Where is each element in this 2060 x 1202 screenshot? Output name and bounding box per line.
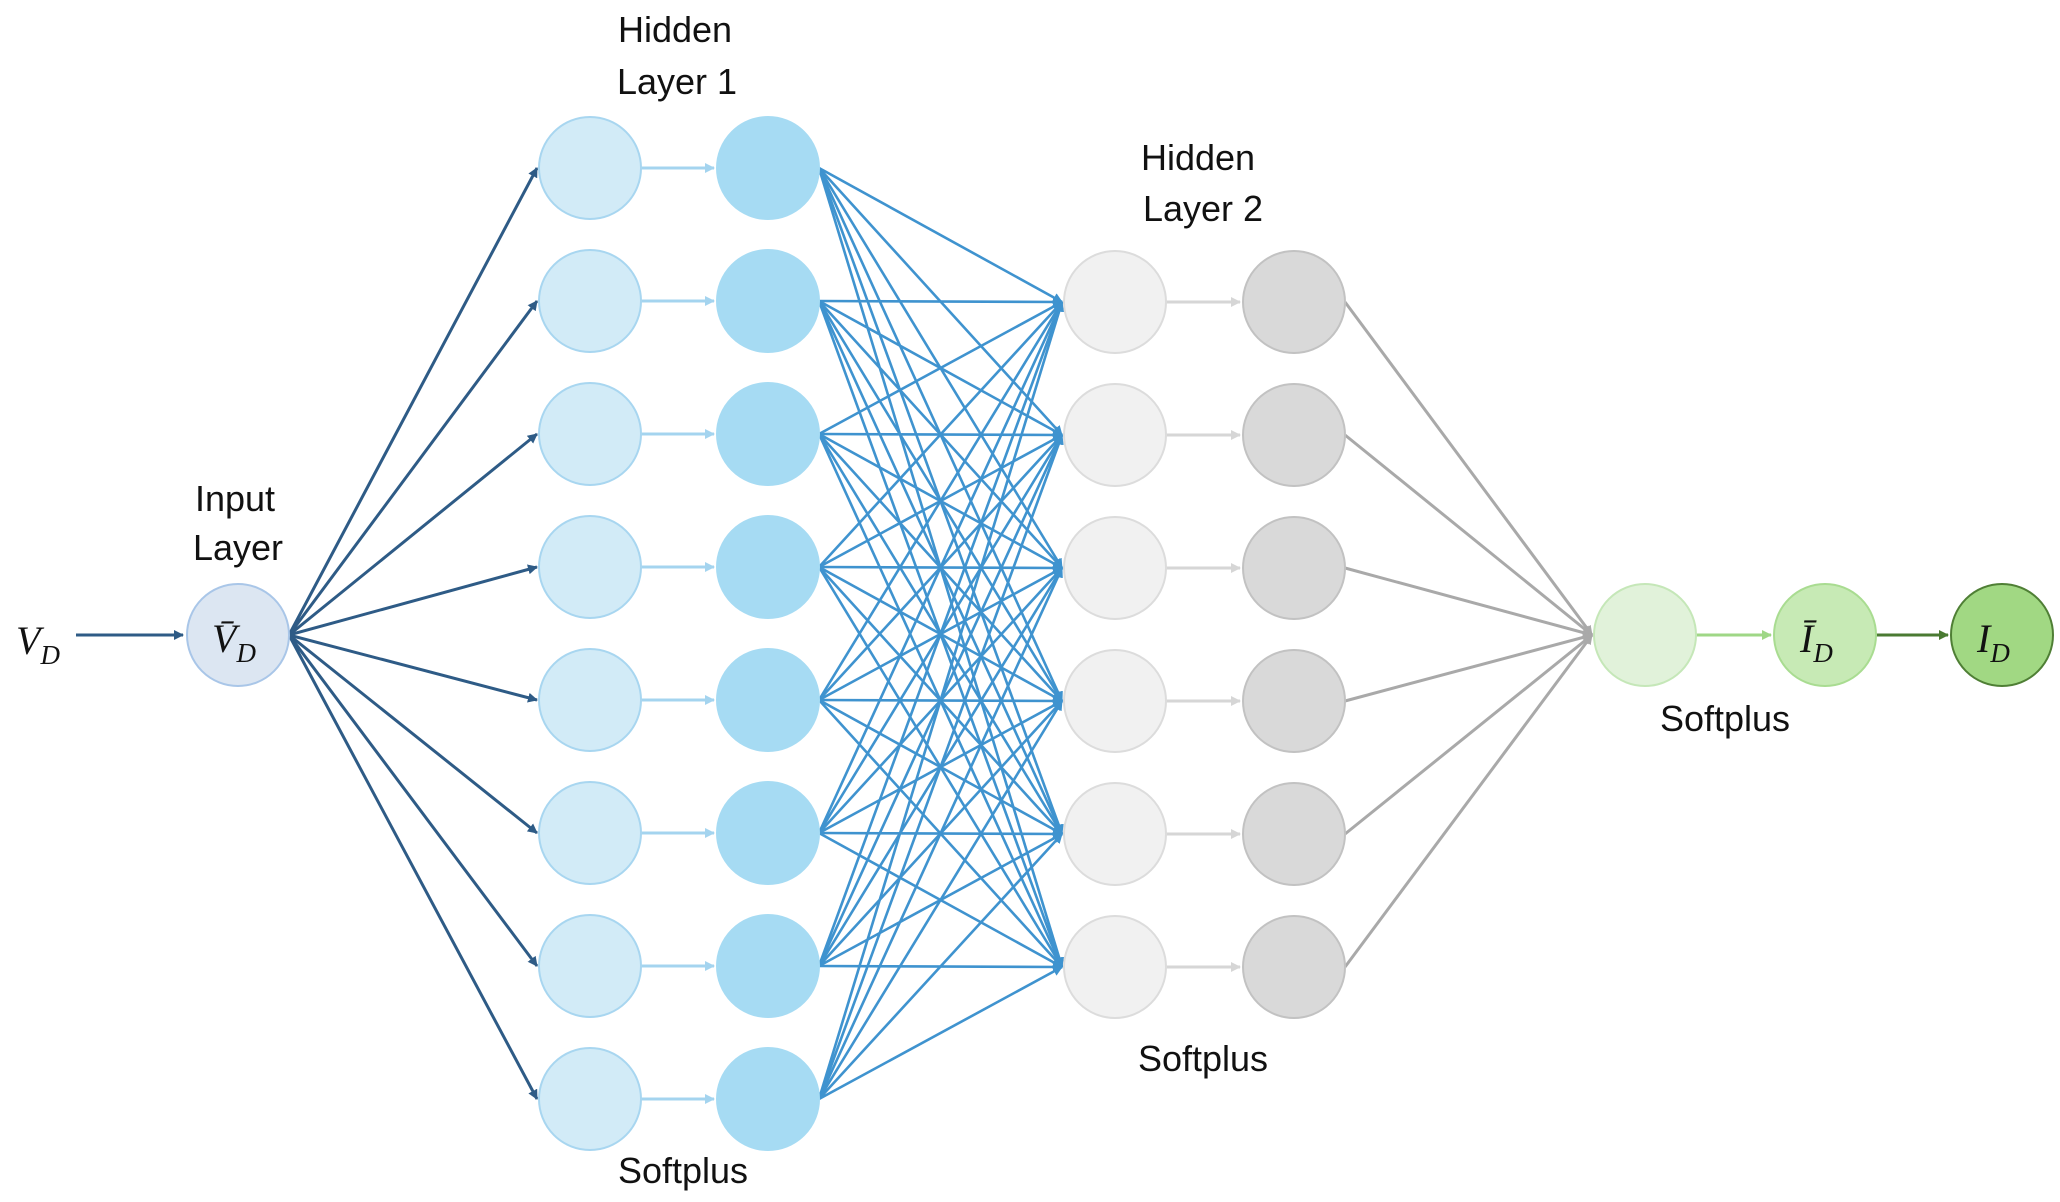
edge-h2-3-to-output [1344,566,1593,638]
hidden2-post-neuron-2 [1242,383,1346,487]
output-activation-label: Softplus [1660,698,1790,739]
input-node [186,583,290,687]
edge-input-to-h1-6 [288,633,538,835]
edge-h2-5-to-output [1344,633,1593,836]
hidden2-pre-neuron-4 [1063,649,1167,753]
edge-input-to-h1-5 [288,633,538,703]
edge-input-to-h1-1 [287,167,539,636]
edge-h1-3-to-h2-1 [818,300,1063,436]
hidden-layer-1-activation-label: Softplus [618,1150,748,1191]
hidden-layer-1-title-line2: Layer 1 [617,61,737,102]
output-norm-node-label: ĪD [1799,616,1833,668]
hidden-layer-1-title-line1: Hidden [618,9,732,50]
hidden-layer-2-title-line1: Hidden [1141,137,1255,178]
hidden1-pre-neuron-5 [538,648,642,752]
hidden1-pre-neuron-7 [538,914,642,1018]
edge-h1-2-to-h2-1 [818,296,1063,307]
edge-h1-8-to-h2-3 [817,567,1064,1100]
hidden2-post-neuron-4 [1242,649,1346,753]
edge-h2-4-to-output [1344,632,1593,703]
hidden1-post-neuron-5 [716,648,820,752]
hidden2-pre-neuron-2 [1063,383,1167,487]
edge-input-to-h1-7 [287,634,539,967]
hidden1-pre-neuron-2 [538,249,642,353]
neuron-nodes [186,116,2054,1151]
hidden2-post-neuron-5 [1242,782,1346,886]
hidden1-post-neuron-6 [716,781,820,885]
edge-h1-6-to-h2-1 [817,301,1064,834]
edge-input-to-h1-4 [288,564,538,637]
hidden1-pre-neuron-8 [538,1047,642,1151]
edge-input-to-h1-2 [287,300,539,636]
connection-edges [76,163,1949,1104]
hidden1-post-neuron-7 [716,914,820,1018]
edge-h1-8-to-h2-1 [817,301,1065,1100]
output-final-node-label: ID [1976,616,2010,668]
input-layer-title-line2: Layer [193,527,283,568]
hidden1-post-neuron-1 [716,116,820,220]
hidden1-post-neuron-8 [716,1047,820,1151]
input-node-label: V̄D [212,616,256,668]
hidden2-post-neuron-3 [1242,516,1346,620]
hidden1-pre-neuron-6 [538,781,642,885]
edge-input-to-h1-8 [287,634,539,1100]
hidden1-pre-neuron-4 [538,515,642,619]
input-layer-title-line1: Input [195,478,275,519]
edge-h2-6-to-output [1343,634,1594,968]
input-variable-label: VD [16,618,60,670]
edge-h1-8-to-h2-6 [818,965,1063,1101]
edge-h1-1-to-h2-1 [818,166,1063,304]
hidden-layer-2-title-line2: Layer 2 [1143,188,1263,229]
hidden2-pre-neuron-6 [1063,915,1167,1019]
hidden1-post-neuron-4 [716,515,820,619]
hidden2-pre-neuron-1 [1063,250,1167,354]
edge-h1-7-to-h2-1 [817,301,1064,967]
edge-h1-4-to-h2-1 [818,301,1063,568]
edge-h1-8-to-h2-5 [818,833,1063,1100]
hidden1-pre-neuron-3 [538,382,642,486]
output-final-neuron [1950,583,2054,687]
hidden1-post-neuron-3 [716,382,820,486]
edge-h1-8-to-h2-2 [817,434,1064,1100]
edge-h1-5-to-h2-1 [817,301,1064,701]
hidden1-post-neuron-2 [716,249,820,353]
hidden1-pre-neuron-1 [538,116,642,220]
hidden2-post-neuron-1 [1242,250,1346,354]
hidden-layer-2-activation-label: Softplus [1138,1038,1268,1079]
output-norm-neuron [1773,583,1877,687]
hidden2-pre-neuron-5 [1063,782,1167,886]
edge-h2-2-to-output [1344,433,1593,637]
edge-h2-1-to-output [1343,301,1594,636]
hidden2-pre-neuron-3 [1063,516,1167,620]
output-pre-neuron [1593,583,1697,687]
hidden2-post-neuron-6 [1242,915,1346,1019]
edge-h1-8-to-h2-4 [817,700,1064,1100]
edge-input-to-h1-3 [288,432,538,637]
